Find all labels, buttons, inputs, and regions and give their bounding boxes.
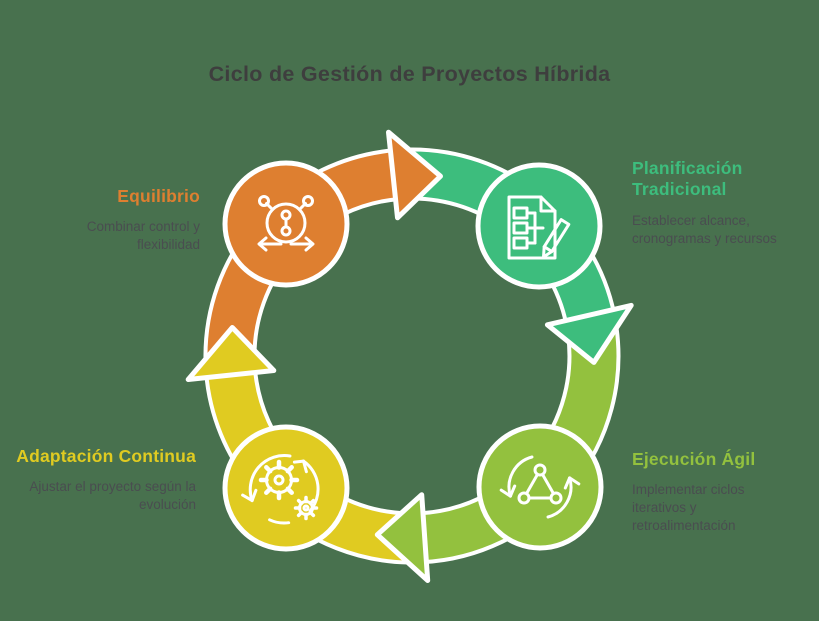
arrow-equilibrio-to-planificacion-icon	[386, 129, 443, 221]
iteration-cycle-icon	[499, 455, 581, 519]
node-circle-planificacion	[475, 162, 603, 290]
arrow-planificacion-to-ejecucion-icon	[544, 302, 634, 365]
node-description-planificacion: Establecer alcance, cronogramas y recurs…	[632, 212, 777, 246]
page-title: Ciclo de Gestión de Proyectos Híbrida	[208, 62, 611, 87]
arrow-ejecucion-to-adaptacion-icon	[374, 492, 431, 583]
node-description-ejecucion: Implementar ciclos iterativos y retroali…	[632, 482, 745, 533]
gear-teeth-big	[258, 459, 300, 501]
node-circle-ejecucion	[476, 423, 604, 551]
node-text-adaptacion: Adaptación Continua Ajustar el proyecto …	[16, 446, 196, 514]
arrow-adaptacion-to-equilibrio-icon	[185, 325, 277, 382]
balance-network-icon	[257, 195, 315, 252]
node-description-adaptacion: Ajustar el proyecto según la evolución	[29, 479, 196, 513]
node-label-adaptacion: Adaptación Continua	[16, 446, 196, 466]
gears-cycle-icon	[241, 454, 320, 525]
node-description-equilibrio: Combinar control y flexibilidad	[86, 219, 200, 253]
node-text-planificacion: Planificación Tradicional Establecer alc…	[632, 158, 800, 247]
node-text-equilibrio: Equilibrio Combinar control y flexibilid…	[30, 186, 200, 254]
node-label-ejecucion: Ejecución Ágil	[632, 449, 756, 469]
node-label-planificacion: Planificación Tradicional	[632, 158, 743, 200]
node-label-equilibrio: Equilibrio	[117, 186, 200, 206]
flow-arrowheads	[185, 129, 634, 583]
gear-teeth-small	[293, 495, 319, 521]
node-text-ejecucion: Ejecución Ágil Implementar ciclos iterat…	[632, 449, 807, 535]
document-plan-pencil-icon	[507, 195, 571, 260]
